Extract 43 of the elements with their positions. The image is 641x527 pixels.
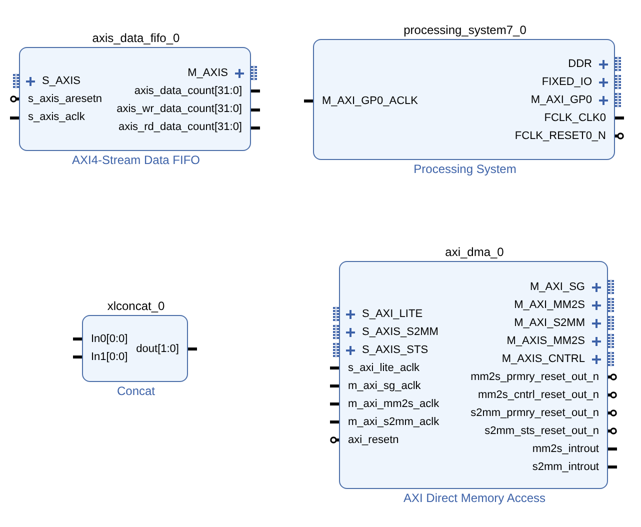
port-label: M_AXI_GP0: [530, 94, 592, 106]
port-label: axis_data_count[31:0]: [134, 84, 242, 98]
port-label: mm2s_introut: [532, 442, 599, 456]
port-label: M_AXI_S2MM: [514, 316, 585, 330]
port-label: S_AXIS: [42, 74, 81, 88]
port-label: m_axi_mm2s_aclk: [348, 398, 440, 410]
port-label: axis_rd_data_count[31:0]: [118, 121, 242, 134]
port-label: FCLK_RESET0_N: [514, 130, 606, 142]
port-label: M_AXIS_CNTRL: [502, 352, 585, 366]
port-label: m_axi_s2mm_aclk: [348, 416, 440, 428]
port-label: In0[0:0]: [91, 332, 128, 346]
port-label: FCLK_CLK0: [544, 112, 606, 124]
port-label: FIXED_IO: [542, 76, 592, 88]
block-title: processing_system7_0: [404, 23, 526, 37]
port-label: m_axi_sg_aclk: [348, 380, 421, 392]
port-label: axis_wr_data_count[31:0]: [116, 103, 242, 116]
port-label: dout[1:0]: [136, 342, 179, 356]
port-label: s2mm_sts_reset_out_n: [484, 424, 599, 438]
block-subtitle: AXI Direct Memory Access: [403, 491, 546, 505]
port-label: M_AXI_MM2S: [514, 298, 585, 312]
port-label: mm2s_prmry_reset_out_n: [470, 370, 599, 384]
block-subtitle: Processing System: [414, 162, 516, 176]
port-label: M_AXI_SG: [530, 280, 585, 294]
block-subtitle: AXI4-Stream Data FIFO: [72, 153, 200, 167]
port-label: M_AXIS_MM2S: [506, 334, 585, 348]
port-label: M_AXIS: [188, 66, 228, 80]
port-label: s_axi_lite_aclk: [348, 362, 420, 374]
block-title: axi_dma_0: [445, 245, 504, 259]
port-label: axi_resetn: [348, 434, 399, 446]
port-label: S_AXIS_STS: [362, 344, 428, 356]
port-label: In1[0:0]: [91, 350, 128, 364]
port-label: mm2s_cntrl_reset_out_n: [478, 388, 599, 402]
port-label: s2mm_prmry_reset_out_n: [470, 406, 599, 420]
port-label: S_AXI_LITE: [362, 308, 423, 320]
block-title: axis_data_fifo_0: [92, 31, 180, 45]
block-subtitle: Concat: [116, 384, 156, 398]
port-label: s2mm_introut: [532, 460, 599, 474]
port-label: DDR: [568, 58, 592, 70]
port-label: S_AXIS_S2MM: [362, 326, 438, 338]
block-title: xlconcat_0: [107, 299, 165, 313]
port-label: M_AXI_GP0_ACLK: [322, 94, 418, 108]
port-label: s_axis_aclk: [28, 111, 85, 124]
port-label: s_axis_aresetn: [28, 92, 102, 106]
